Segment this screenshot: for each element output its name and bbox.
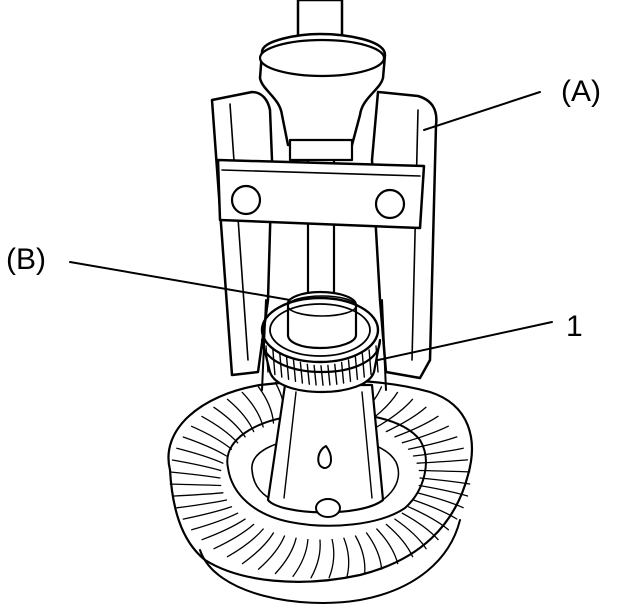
head-funnel-rim [258, 38, 386, 78]
gear-tooth [226, 398, 255, 433]
cross-bar-body [216, 158, 426, 230]
puller-leg-right [381, 299, 387, 391]
bearing-roller [313, 364, 317, 386]
cross-bar-bolt-left [230, 184, 262, 216]
gear-tooth [385, 406, 427, 433]
gear-tooth [419, 477, 471, 485]
gear-tooth [176, 499, 228, 509]
gear-tooth [201, 518, 246, 541]
puller-cross-bar [216, 158, 426, 230]
leader-line-a [423, 91, 541, 131]
puller-head-nut [258, 32, 387, 162]
bearing-roller [265, 345, 269, 373]
bearing-roller [334, 363, 338, 385]
gear-tooth [257, 386, 275, 424]
gear-tooth [171, 492, 224, 497]
gear-tooth [241, 391, 264, 428]
bearing-roller [299, 361, 304, 384]
gear-tooth [176, 447, 224, 464]
bearing-roller [306, 363, 310, 385]
gear-tooth [401, 512, 439, 541]
bearing-1 [260, 296, 382, 394]
bearing-roller [347, 359, 352, 382]
gear-tooth [226, 528, 264, 558]
bearing-roller [272, 349, 276, 376]
gear-tooth [407, 436, 458, 450]
bearing-roller [279, 352, 283, 378]
gear-tooth [169, 471, 221, 479]
bearing-roller [292, 359, 297, 382]
leader-line-b [69, 261, 291, 301]
leader-line-1 [377, 321, 553, 361]
gear-tooth [401, 425, 449, 444]
bearing-roller [375, 345, 379, 373]
case-cone-highlight [283, 391, 297, 499]
gear-tooth [412, 499, 458, 520]
gear-tooth [182, 506, 233, 520]
gear-tooth [191, 512, 239, 531]
case-bolt-hole-bottom [315, 498, 341, 518]
gear-tooth [385, 523, 414, 558]
gear-tooth [416, 459, 469, 464]
gear-tooth [376, 398, 414, 428]
gear-tooth [365, 532, 383, 570]
callout-label-b: (B) [6, 243, 46, 276]
cross-bar-bolt-right [374, 188, 406, 220]
gear-tooth [418, 469, 471, 473]
bearing-rollers [265, 345, 379, 386]
gear-tooth [190, 425, 233, 450]
differential-case [266, 383, 385, 518]
callout-label-a: (A) [561, 75, 601, 108]
bearing-outer-race [260, 296, 380, 364]
gear-tooth [241, 532, 275, 565]
gear-tooth [201, 415, 239, 444]
gear-tooth [213, 523, 255, 550]
puller-right-arm-inner [411, 109, 419, 361]
ring-gear-bottom-face [199, 519, 461, 604]
gear-tooth [213, 406, 246, 438]
gear-tooth [418, 484, 469, 497]
gear-tooth [171, 459, 222, 472]
gear-tooth [394, 518, 427, 550]
case-bolt-hole-top [317, 445, 332, 469]
cross-bar-top-edge [221, 169, 421, 177]
gear-tooth [182, 436, 228, 457]
gear-tooth [376, 528, 399, 565]
bearing-roller [320, 365, 324, 386]
callout-label-1: 1 [566, 310, 583, 343]
gear-tooth [354, 535, 366, 575]
gear-tooth [407, 506, 450, 531]
puller-right-arm [370, 90, 438, 380]
gear-tooth [328, 538, 335, 579]
bearing-roller [340, 361, 345, 384]
bearing-roller [285, 356, 290, 380]
gear-tooth [257, 535, 286, 570]
gear-tooth [343, 537, 350, 578]
gear-tooth [169, 483, 222, 487]
bearing-roller [327, 364, 331, 386]
head-collar [288, 138, 354, 162]
bearing-roller [361, 352, 365, 378]
case-cone-highlight [361, 391, 373, 499]
bearing-inner-race [269, 303, 371, 357]
bearing-roller [368, 349, 372, 376]
gear-tooth [310, 539, 321, 579]
gear-tooth [274, 537, 297, 575]
gear-tooth [416, 492, 464, 509]
gear-tooth [394, 415, 439, 438]
bearing-roller [354, 356, 359, 380]
puller-left-arm-inner [229, 103, 249, 361]
gear-tooth [292, 538, 309, 578]
gear-tooth [412, 447, 464, 457]
